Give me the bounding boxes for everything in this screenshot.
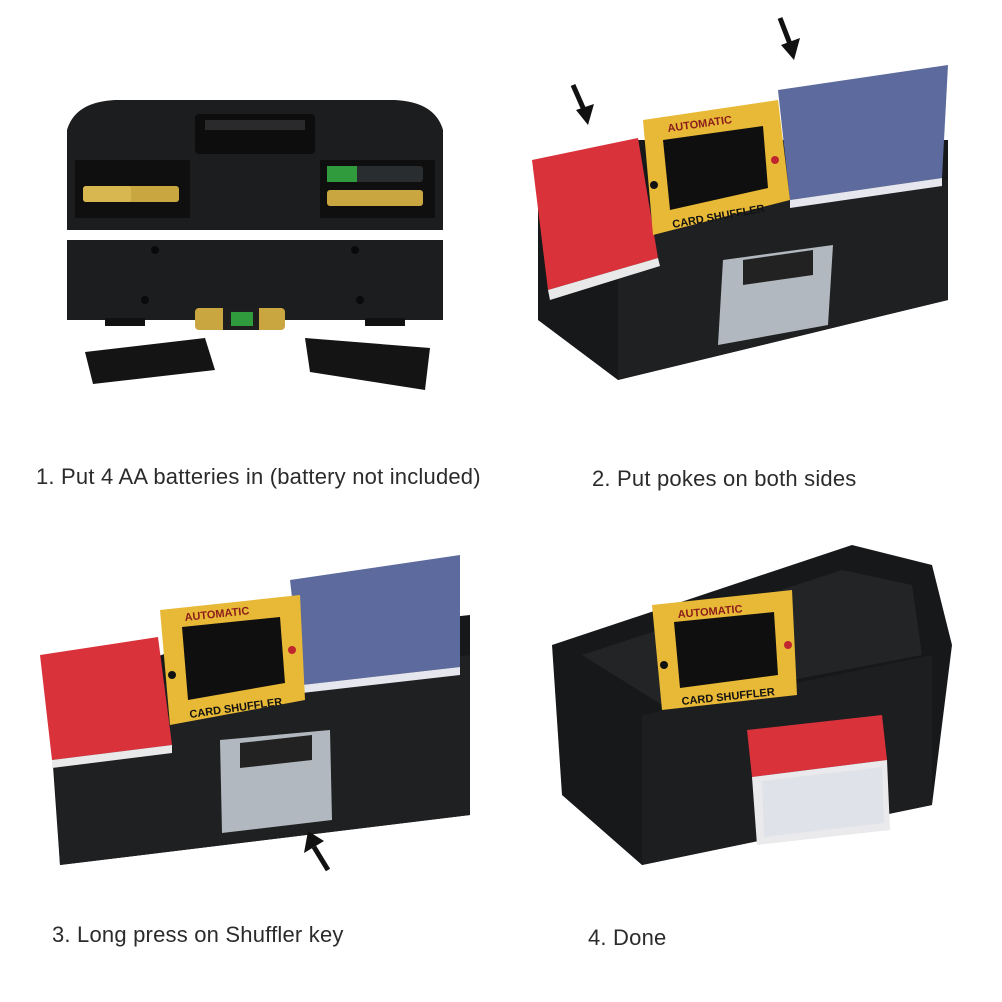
spade-icon (650, 181, 658, 189)
spade-icon (660, 661, 668, 669)
step-4-done-panel: AUTOMATIC CARD SHUFFLER (552, 545, 972, 875)
shuffled-card-deck (747, 715, 887, 777)
blue-card-deck (778, 65, 948, 200)
red-card-deck (40, 637, 172, 760)
shuffler-press-key-illustration: AUTOMATIC CARD SHUFFLER (40, 555, 470, 872)
arrow-down-icon (777, 17, 800, 60)
shuffler-done-illustration: AUTOMATIC CARD SHUFFLER (552, 545, 952, 865)
arrow-down-icon (570, 83, 594, 125)
step-3-press-key-panel: AUTOMATIC CARD SHUFFLER (40, 555, 480, 875)
arrow-up-icon (304, 831, 331, 872)
spade-icon (168, 671, 176, 679)
heart-icon (784, 641, 792, 649)
heart-icon (771, 156, 779, 164)
battery-cover-left (85, 338, 215, 384)
battery-icon (83, 166, 423, 206)
step-3-caption: 3. Long press on Shuffler key (52, 922, 344, 947)
shuffler-cards-loaded-illustration: AUTOMATIC CARD SHUFFLER (532, 17, 948, 380)
battery-icon (195, 308, 285, 330)
step-1-battery-panel (55, 90, 455, 410)
step-2-caption: 2. Put pokes on both sides (592, 466, 857, 491)
shuffler-back-open-illustration (67, 100, 443, 390)
step-2-load-cards-panel: AUTOMATIC CARD SHUFFLER (528, 10, 968, 390)
step-4-caption: 4. Done (588, 925, 667, 950)
red-card-deck (532, 138, 658, 290)
battery-cover-right (305, 338, 430, 390)
step-1-caption: 1. Put 4 AA batteries in (battery not in… (36, 464, 481, 489)
heart-icon (288, 646, 296, 654)
blue-card-deck (290, 555, 460, 685)
svg-text:AUTOMATIC: AUTOMATIC (677, 603, 743, 621)
